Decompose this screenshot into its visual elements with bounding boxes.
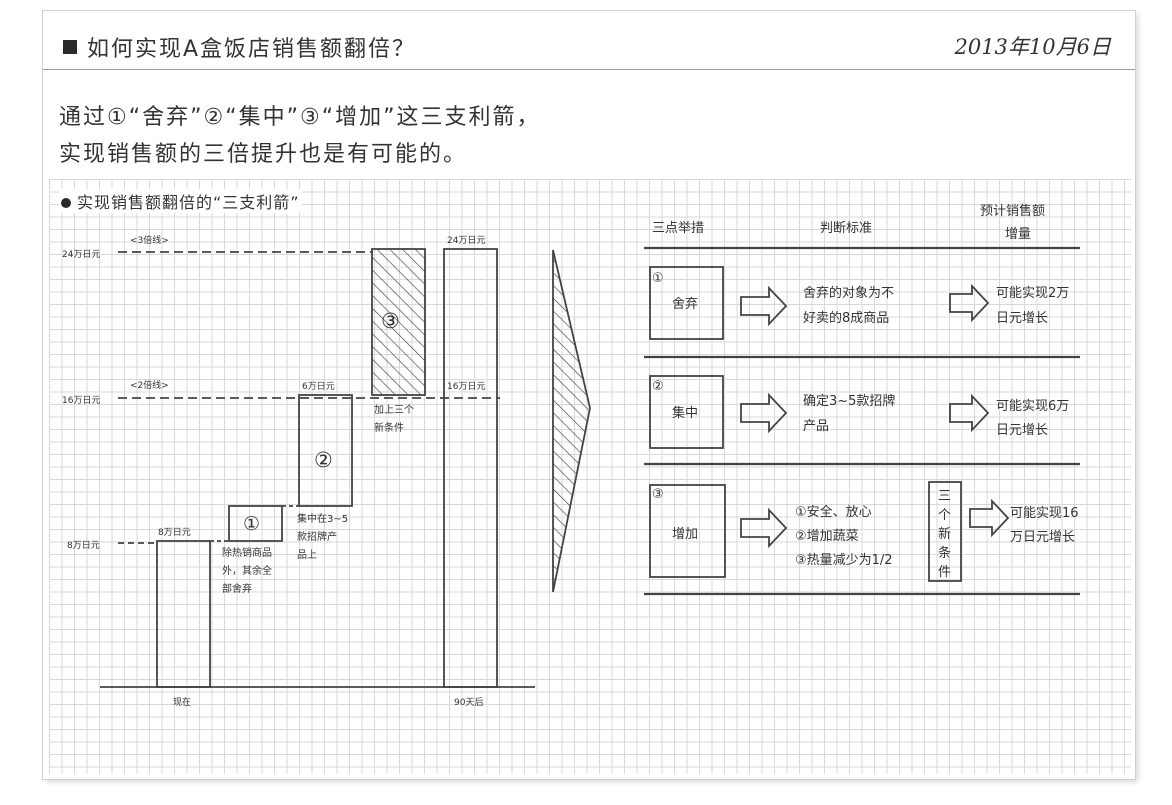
note-3-line-2: 新条件 <box>374 421 404 434</box>
row3-number: ③ <box>652 487 664 502</box>
y-label-16: 16万日元 <box>62 395 100 406</box>
grid-background <box>49 179 1131 774</box>
header-bar: 如何实现A盒饭店销售额翻倍？ 2013年10月6日 <box>43 11 1135 70</box>
section-title-text: 实现销售额翻倍的“三支利箭” <box>77 193 300 212</box>
row2-name: 集中 <box>672 405 698 421</box>
row3-side-note-char-3: 新 <box>938 526 951 542</box>
row2-result-line-2: 日元增长 <box>996 423 1048 438</box>
header-expected-line-1: 预计销售额 <box>980 203 1045 219</box>
y-label-24: 24万日元 <box>62 249 100 260</box>
section-title: 实现销售额翻倍的“三支利箭” <box>59 189 302 213</box>
row1-arrow-criteria <box>740 285 788 327</box>
row1-number: ① <box>652 271 664 286</box>
header-criteria: 判断标准 <box>820 221 872 236</box>
note-1-line-1: 除热销商品 <box>222 546 272 559</box>
row3-arrow-criteria <box>740 507 788 549</box>
row2-arrow-result <box>949 393 990 433</box>
note-1-line-3: 部舍弃 <box>222 582 252 595</box>
square-bullet-icon <box>63 40 77 54</box>
row3-name: 增加 <box>672 527 698 542</box>
row3-criteria-line-3: ③热量减少为1/2 <box>795 553 893 568</box>
guide-label-3x: <3倍线> <box>130 234 169 246</box>
page-title: 如何实现A盒饭店销售额翻倍？ <box>63 31 416 63</box>
row3-side-note-char-2: 个 <box>938 508 951 523</box>
bar-label-current: 8万日元 <box>158 527 191 538</box>
row2-criteria-line-1: 确定3~5款招牌 <box>803 393 895 409</box>
row3-result-line-1: 可能实现16 <box>1010 506 1079 521</box>
guide-label-2x: <2倍线> <box>130 379 169 391</box>
dot-bullet-icon <box>61 198 71 208</box>
bar-step-2 <box>298 394 353 507</box>
row3-side-note-char-1: 三 <box>938 489 951 504</box>
marker-2: ② <box>314 448 333 472</box>
intro-text: 通过①“舍弃”②“集中”③“增加”这三支利箭， 实现销售额的三倍提升也是有可能的… <box>59 99 541 173</box>
row3-criteria-line-2: ②增加蔬菜 <box>795 529 859 544</box>
bar-label-final-mid: 16万日元 <box>447 381 485 392</box>
row2-box <box>649 375 724 449</box>
y-label-8: 8万日元 <box>67 540 100 551</box>
intro-line-2: 实现销售额的三倍提升也是有可能的。 <box>59 142 468 167</box>
big-arrow-shape <box>552 249 591 593</box>
marker-1: ① <box>243 513 260 535</box>
bar-current <box>156 540 211 688</box>
note-3-line-1: 加上三个 <box>374 404 414 416</box>
row3-side-note-char-5: 件 <box>938 565 951 580</box>
note-2-line-3: 品上 <box>297 549 317 561</box>
row2-arrow-criteria <box>740 392 788 434</box>
row1-criteria-line-1: 舍弃的对象为不 <box>803 285 894 301</box>
intro-line-1: 通过①“舍弃”②“集中”③“增加”这三支利箭， <box>59 105 541 130</box>
row3-result-line-2: 万日元增长 <box>1010 530 1075 545</box>
row2-result-line-1: 可能实现6万 <box>996 399 1069 414</box>
notebook-sheet: 如何实现A盒饭店销售额翻倍？ 2013年10月6日 通过①“舍弃”②“集中”③“… <box>42 10 1136 780</box>
page-date: 2013年10月6日 <box>954 35 1111 59</box>
row3-criteria-line-1: ①安全、放心 <box>795 504 872 520</box>
marker-3: ③ <box>381 309 400 333</box>
bar-final <box>443 248 498 688</box>
note-2-line-1: 集中在3~5 <box>297 512 348 525</box>
row1-criteria-line-2: 好卖的8成商品 <box>803 310 889 326</box>
row3-arrow-result <box>969 498 1010 538</box>
row3-side-note-char-4: 条 <box>938 545 951 561</box>
header-expected-line-2: 增量 <box>1005 227 1031 242</box>
bar-label-final-top: 24万日元 <box>447 235 485 246</box>
x-label-later: 90天后 <box>454 697 483 708</box>
row1-name: 舍弃 <box>672 297 698 312</box>
bar-step-3 <box>371 248 426 396</box>
row1-result-line-2: 日元增长 <box>996 311 1048 326</box>
row1-box <box>649 266 724 340</box>
bar-step-1 <box>228 505 283 542</box>
row2-criteria-line-2: 产品 <box>803 419 829 434</box>
row3-box <box>649 484 726 578</box>
row2-number: ② <box>652 379 664 394</box>
note-2-line-2: 款招牌产 <box>297 530 337 543</box>
row1-result-line-1: 可能实现2万 <box>996 286 1069 301</box>
bar-label-step-2: 6万日元 <box>302 381 335 392</box>
header-measure: 三点举措 <box>652 221 704 236</box>
x-label-now: 现在 <box>173 696 191 708</box>
row3-side-note-box <box>928 481 962 582</box>
page-title-text: 如何实现A盒饭店销售额翻倍？ <box>87 37 417 62</box>
row1-arrow-result <box>949 283 990 323</box>
note-1-line-2: 外，其余全 <box>222 564 272 577</box>
